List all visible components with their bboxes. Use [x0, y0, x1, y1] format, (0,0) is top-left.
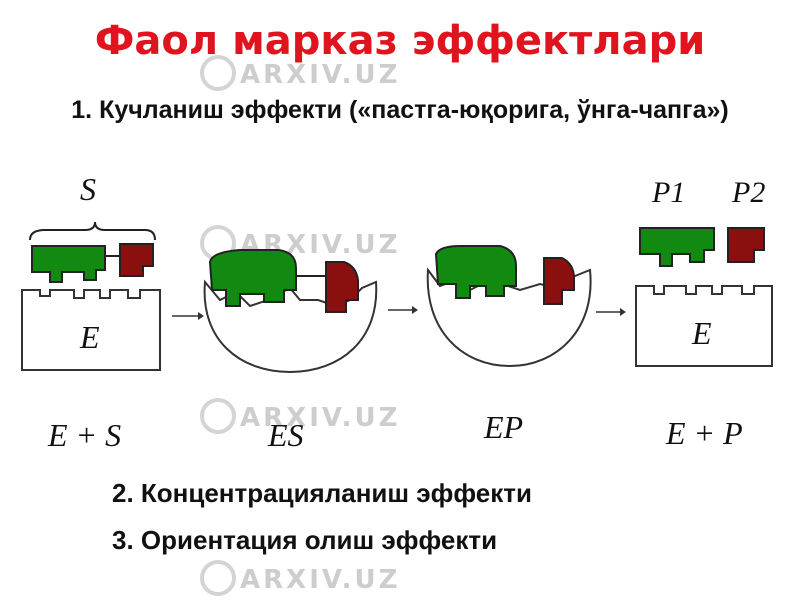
arrow-2: [388, 306, 418, 314]
stage-ep: [426, 245, 592, 368]
stage-label-ep: EP: [483, 409, 523, 445]
effect-3-item: 3. Ориентация олиш эффекти: [112, 525, 498, 555]
stage-es: [203, 249, 378, 374]
substrate-green-part: [31, 245, 106, 283]
effect-1-heading: 1. Кучланиш эффекти («пастга-юқорига, ўн…: [71, 96, 729, 124]
stage-e-plus-p: P1 P2 E: [635, 176, 773, 367]
page-title: Фаол марказ эффектлари: [94, 18, 706, 64]
watermark-text: ARXIV.UZ: [240, 565, 400, 595]
enzyme-label-free: E: [691, 315, 712, 351]
arrow-1: [172, 312, 204, 320]
arrow-3: [596, 308, 626, 316]
product-red-p2: [727, 227, 765, 263]
product-label-p2: P2: [731, 176, 765, 209]
product-red-bound: [543, 257, 575, 305]
stage-label-es: ES: [267, 417, 304, 453]
watermark-text: ARXIV.UZ: [240, 403, 400, 433]
enzyme-block-free: [635, 285, 773, 367]
enzyme-es: [203, 279, 378, 374]
stage-label-e-plus-s: E + S: [47, 417, 121, 453]
substrate-red-bound: [325, 261, 359, 313]
enzyme-label: E: [79, 319, 100, 355]
substrate-green-bound: [208, 249, 297, 307]
substrate-brace: [29, 221, 156, 241]
substrate-red-part: [119, 243, 154, 277]
watermark-text: ARXIV.UZ: [240, 60, 400, 90]
product-green-bound: [434, 245, 517, 299]
enzyme-block: [21, 289, 161, 371]
substrate-label: S: [80, 171, 96, 207]
stage-label-e-plus-p: E + P: [665, 415, 743, 451]
stage-e-plus-s: S E: [21, 171, 161, 371]
effect-2-item: 2. Концентрацияланиш эффекти: [112, 478, 532, 508]
product-green-p1: [639, 227, 715, 267]
product-label-p1: P1: [651, 176, 685, 209]
